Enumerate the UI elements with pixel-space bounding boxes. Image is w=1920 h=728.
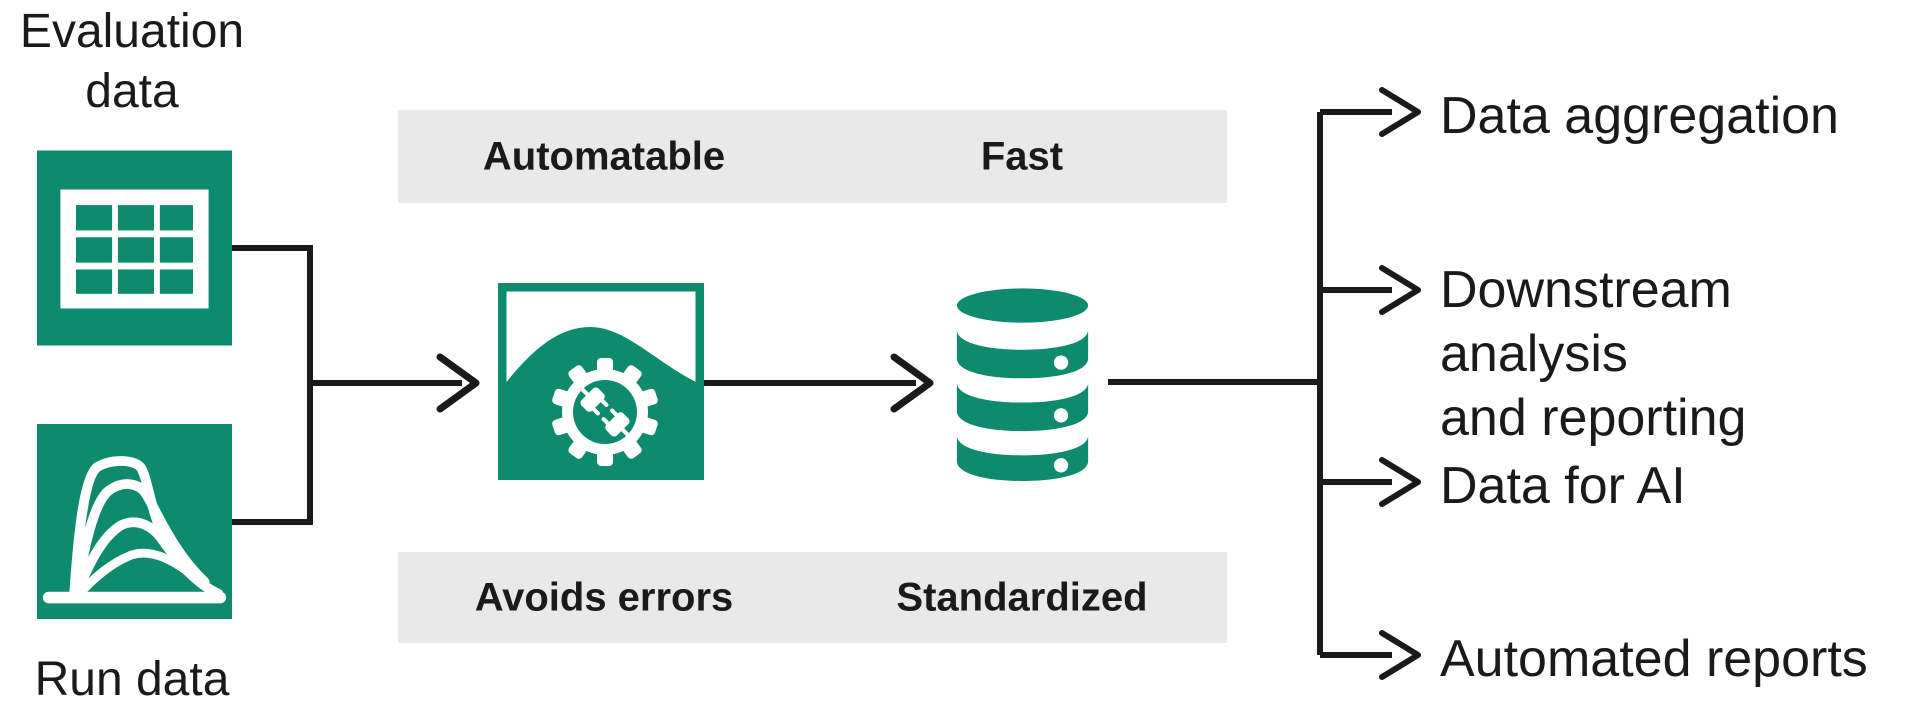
quality-avoids-errors: Avoids errors (474, 575, 734, 619)
output-data-for-ai: Data for AI (1440, 457, 1686, 515)
run-data-label: Run data (34, 653, 230, 706)
evaluation-data-label: Evaluation data (19, 5, 245, 118)
output-downstream-analysis: Downstream analysis and reporting (1440, 261, 1747, 447)
quality-standardized: Standardized (896, 575, 1148, 619)
output-data-aggregation: Data aggregation (1440, 87, 1839, 145)
run-curves-icon (37, 423, 232, 620)
quality-fast: Fast (980, 134, 1064, 178)
table-data-icon (37, 150, 232, 346)
gear-plug-connector-icon (498, 283, 704, 480)
quality-automatable: Automatable (482, 134, 726, 178)
database-icon (950, 287, 1095, 481)
quality-bar-bottom: Avoids errors Standardized (398, 552, 1227, 643)
output-automated-reports: Automated reports (1440, 630, 1868, 688)
quality-bar-top: Automatable Fast (398, 110, 1227, 203)
